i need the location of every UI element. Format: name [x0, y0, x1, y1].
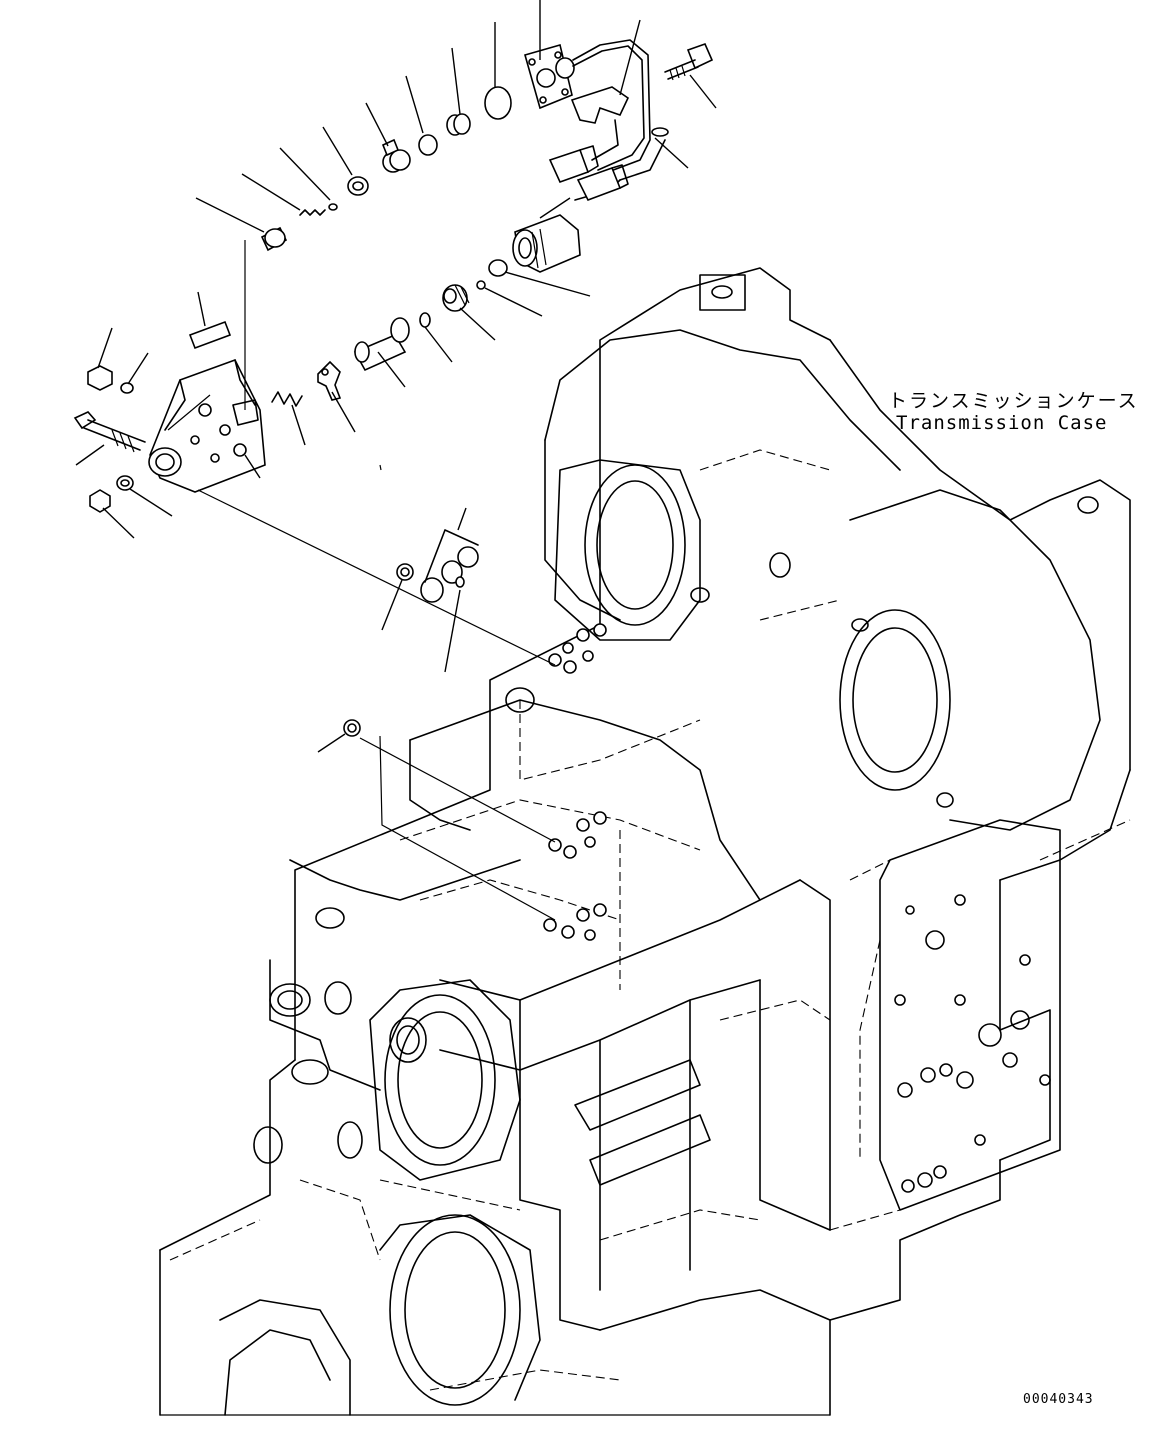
- spring: [271, 391, 303, 407]
- nameplate: [188, 320, 232, 350]
- bracket: [570, 86, 630, 124]
- figure-number: 00040343: [1023, 1392, 1094, 1407]
- bolt-shank: [83, 419, 146, 451]
- valve-body: [148, 359, 266, 493]
- port-orings-lower: [543, 903, 607, 941]
- bolt-head: [73, 411, 97, 430]
- transmission-case: [159, 267, 1131, 1416]
- small-parts: [73, 86, 512, 737]
- plate-holes: [894, 894, 1051, 1193]
- solenoid-assembly: [512, 39, 714, 273]
- leader-lines: [75, 0, 717, 921]
- case-label-english: Transmission Case: [896, 412, 1108, 434]
- o-ring: [120, 382, 134, 394]
- spool: [353, 333, 407, 372]
- mounting-bolt: [686, 42, 714, 70]
- port-orings-middle: [548, 811, 607, 859]
- lever: [317, 360, 342, 401]
- case-label-japanese: トランスミッションケース: [888, 390, 1139, 412]
- port-orings-upper: [548, 623, 607, 674]
- connector-1: [548, 148, 590, 184]
- nut: [87, 365, 113, 391]
